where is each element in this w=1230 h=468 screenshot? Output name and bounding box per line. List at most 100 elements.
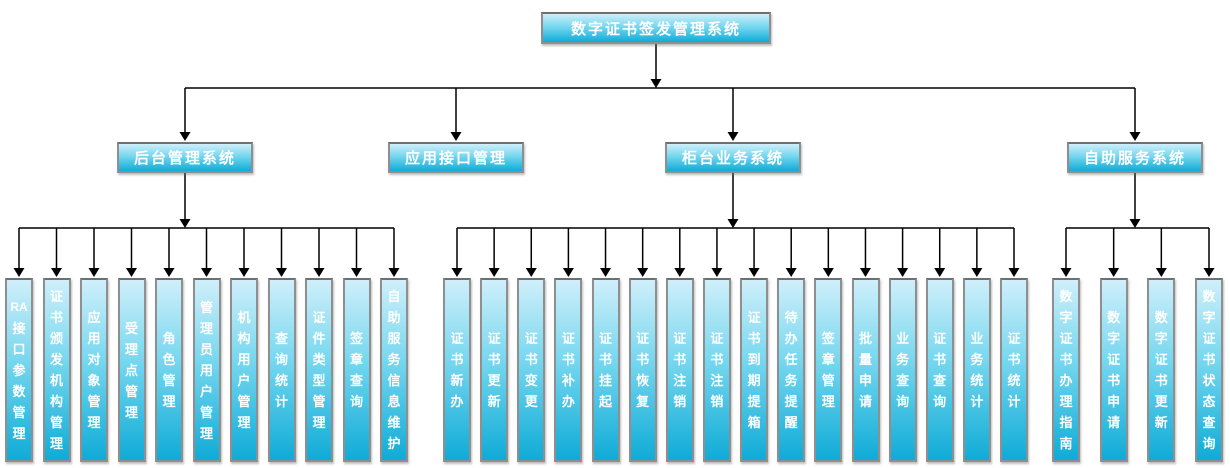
leaf-label-char: 书 [636,352,650,367]
leaf-label-char: 书 [49,310,63,325]
branch-node-1: 后台管理系统 [117,142,253,173]
leaf-node-3-1: 证书新办 [443,278,471,462]
root-node: 数字证书签发管理系统 [541,12,771,44]
leaf-label-char: 书 [933,352,947,367]
leaf-label-char: 理 [49,436,63,451]
leaf-node-1-11: 自助服务信息维护 [380,278,408,462]
leaf-label-char: 南 [1059,436,1073,451]
leaf-label-char: 理 [312,415,326,430]
leaf-label-char: 更 [487,373,501,388]
leaf-label-char: 查 [274,331,288,346]
leaf-label-char: 销 [710,394,724,409]
leaf-node-1-3: 应用对象管理 [80,278,108,462]
leaf-label-char: 办 [1059,373,1073,388]
leaf-label-char: 箱 [747,415,761,430]
leaf-label-char: 复 [636,394,650,409]
leaf-label-char: 证 [1107,352,1121,367]
leaf-label-char: 户 [237,373,251,388]
leaf-node-4-4: 数字证书状态查询 [1195,278,1223,462]
leaf-label-char: RA [10,299,28,314]
leaf-node-4-2: 数字证书申请 [1099,278,1128,462]
leaf-label-char: 机 [49,373,63,388]
leaf-label-char: 息 [387,394,401,409]
leaf-node-3-15: 业务统计 [962,278,991,462]
leaf-label-char: 补 [561,373,575,388]
leaf-label-char: 管 [237,394,251,409]
leaf-label-char: 管 [87,394,101,409]
leaf-label-char: 户 [199,383,213,399]
leaf-label-char: 书 [524,352,538,367]
leaf-label-char: 挂 [598,373,612,388]
leaf-label-char: 证 [561,331,575,346]
leaf-label-char: 查 [349,373,363,388]
leaf-label-char: 自 [387,289,401,304]
leaf-label-char: 证 [487,331,501,346]
leaf-label-char: 证 [450,331,464,346]
leaf-label-char: 象 [87,373,101,388]
branch-node-3: 柜台业务系统 [665,142,801,173]
leaf-label-char: 注 [710,373,724,388]
leaf-label-char: 计 [1007,394,1021,409]
leaf-label-char: 统 [970,373,984,388]
leaf-node-3-12: 批量申请 [851,278,880,462]
leaf-label-char: 统 [274,373,288,388]
leaf-label-char: 提 [784,394,798,409]
leaf-label-char: 书 [561,352,575,367]
leaf-label-char: 申 [1107,394,1121,409]
leaf-node-1-7: 机构用户管理 [230,278,258,462]
leaf-label-char: 销 [673,394,687,409]
leaf-label-char: 计 [970,394,984,409]
leaf-label-char: 理 [199,320,213,336]
leaf-label-char: 务 [784,373,798,388]
leaf-label-char: 理 [199,425,213,441]
leaf-label-char: 字 [1059,310,1073,325]
leaf-label-char: 证 [747,310,761,325]
leaf-label-char: 参 [12,362,26,378]
leaf-label-char: 证 [1154,352,1168,367]
leaf-label-char: 到 [747,352,761,367]
leaf-label-char: 待 [784,310,798,325]
leaf-label-char: 务 [896,352,910,367]
leaf-label-char: 管 [124,383,138,399]
leaf-label-char: 理 [162,394,176,409]
leaf-node-3-6: 证书恢复 [628,278,657,462]
leaf-label-char: 字 [1154,331,1168,346]
leaf-label-char: 证 [636,331,650,346]
leaf-label-char: 统 [1007,373,1021,388]
leaf-label-char: 构 [237,331,251,346]
leaf-label-char: 注 [673,373,687,388]
leaf-label-char: 新 [450,373,464,388]
leaf-label-char: 书 [747,331,761,346]
leaf-node-3-10: 待办任务提醒 [777,278,806,462]
leaf-label-char: 点 [124,362,138,378]
leaf-label-char: 管 [821,373,835,388]
leaf-label-char: 章 [821,352,835,367]
leaf-label-char: 书 [1202,352,1216,367]
leaf-label-char: 数 [12,383,26,399]
leaf-label-char: 请 [1107,415,1121,430]
leaf-node-4-1: 数字证书办理指南 [1052,278,1080,462]
leaf-label-char: 业 [896,331,910,346]
leaf-label-char: 签 [821,331,835,346]
leaf-label-char: 询 [349,394,363,409]
leaf-label-char: 证 [710,331,724,346]
leaf-node-1-8: 查询统计 [267,278,296,462]
leaf-label-char: 发 [49,352,63,367]
leaf-label-char: 构 [49,394,63,409]
leaf-label-char: 角 [162,331,176,346]
leaf-label-char: 申 [858,373,872,388]
leaf-label-char: 书 [1059,352,1073,367]
leaf-label-char: 证 [598,331,612,346]
leaf-label-char: 类 [312,352,326,367]
leaf-label-char: 更 [524,394,538,409]
leaf-node-3-8: 证书注销 [702,278,731,462]
branch-node-2: 应用接口管理 [388,142,524,173]
leaf-label-char: 指 [1059,415,1073,430]
leaf-label-char: 起 [598,394,612,409]
leaf-label-char: 理 [237,415,251,430]
leaf-label-char: 用 [199,362,213,378]
leaf-node-3-14: 证书查询 [925,278,954,462]
leaf-node-3-16: 证书统计 [1000,278,1028,462]
leaf-label-char: 查 [896,373,910,388]
